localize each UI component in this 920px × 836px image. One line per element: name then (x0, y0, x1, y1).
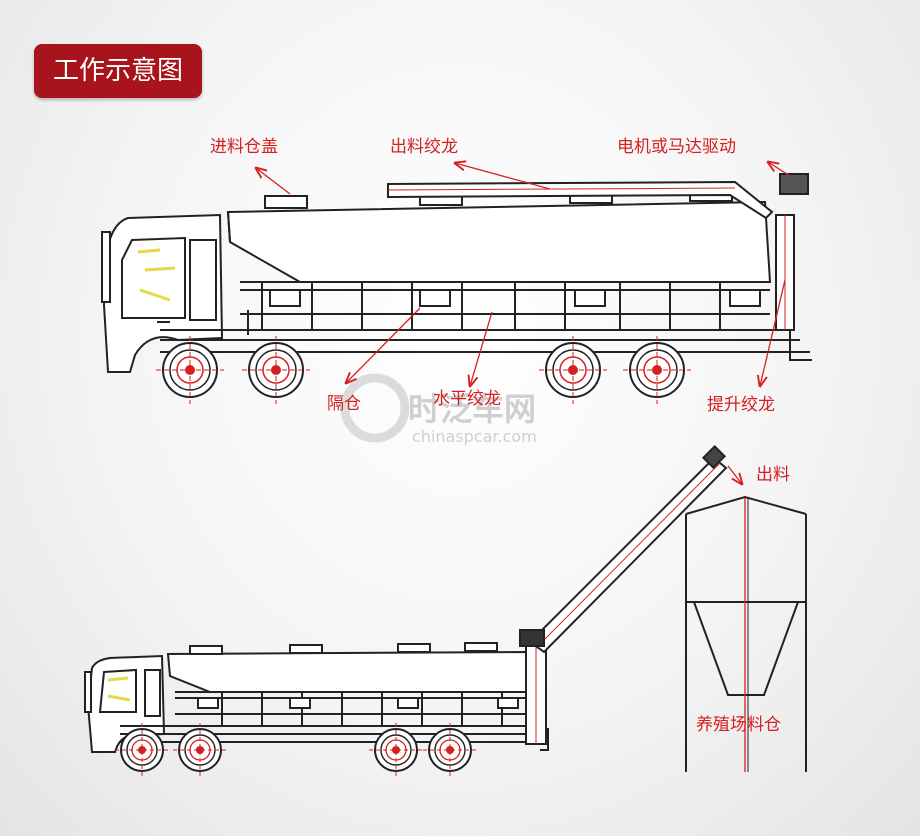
label-discharge: 出料 (756, 465, 790, 485)
watermark-logo-icon (340, 373, 410, 443)
watermark: 时泛车网 chinaspcar.com (340, 373, 537, 446)
label-motor-drive: 电机或马达驱动 (617, 137, 736, 157)
bottom-wheels (114, 722, 478, 778)
page-title: 工作示意图 (34, 44, 202, 98)
bottom-labels: 出料 养殖场料仓 (696, 465, 790, 735)
top-auger (387, 180, 774, 220)
arrow-discharge (727, 465, 742, 484)
watermark-brand: 时泛车网 (408, 390, 536, 428)
arrow-partition (346, 307, 421, 383)
top-labels: 进料仓盖 出料绞龙 电机或马达驱动 隔仓 水平绞龙 提升绞龙 (210, 137, 775, 415)
label-partition: 隔仓 (327, 394, 361, 414)
arrow-lift-auger (760, 279, 786, 386)
watermark-url: chinaspcar.com (412, 427, 537, 446)
label-lift-auger: 提升绞龙 (707, 395, 775, 415)
label-discharge-auger: 出料绞龙 (390, 137, 458, 157)
motor-icon (779, 173, 809, 195)
arrow-motor-drive (768, 162, 791, 177)
arrow-inlet-cover (256, 168, 291, 195)
arrow-horizontal-auger (470, 311, 493, 386)
label-farm-silo: 养殖场料仓 (696, 715, 781, 735)
bottom-truck (84, 444, 728, 753)
top-arrows (256, 162, 791, 386)
farm-silo (685, 495, 807, 772)
top-tank (226, 200, 772, 283)
bottom-tank (166, 650, 532, 693)
top-truck (101, 173, 812, 373)
label-horizontal-auger: 水平绞龙 (433, 389, 501, 409)
arrow-discharge-auger (455, 163, 551, 190)
label-inlet-cover: 进料仓盖 (210, 137, 278, 157)
